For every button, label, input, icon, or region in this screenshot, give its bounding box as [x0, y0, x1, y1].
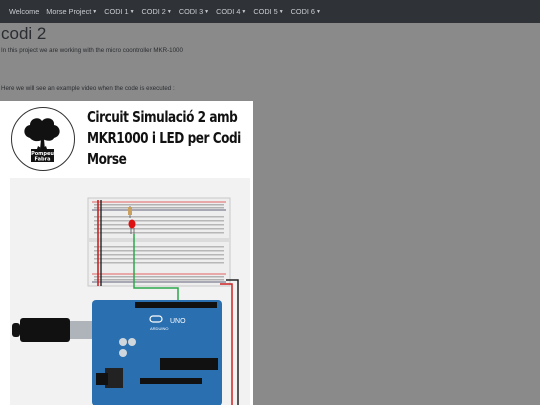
tree-logo-icon: Pompeu Fabra [24, 118, 60, 163]
breadboard [87, 197, 231, 287]
video-title: Circuit Simulació 2 amb MKR1000 i LED pe… [87, 108, 241, 168]
caret-down-icon: ▼ [278, 8, 284, 15]
nav-item-welcome[interactable]: Welcome [9, 7, 40, 16]
video-player[interactable]: Pompeu Fabra Circuit Simulació 2 amb MKR… [0, 101, 253, 405]
nav-item-codi-6[interactable]: CODI 6▼ [290, 7, 321, 16]
caret-down-icon: ▼ [204, 8, 210, 15]
usb-cable [12, 318, 94, 342]
board-brand: ARDUINO [150, 326, 168, 331]
caret-down-icon: ▼ [92, 8, 98, 15]
caret-down-icon: ▼ [129, 8, 135, 15]
arduino-board: UNO ARDUINO [92, 300, 222, 405]
logo-text: Pompeu [31, 151, 54, 157]
nav-item-codi-5[interactable]: CODI 5▼ [253, 7, 284, 16]
video-caption: Here we will see an example video when t… [1, 85, 175, 92]
nav-item-codi-2[interactable]: CODI 2▼ [141, 7, 172, 16]
svg-text:Fabra: Fabra [35, 157, 51, 163]
caret-down-icon: ▼ [315, 8, 321, 15]
caret-down-icon: ▼ [241, 8, 247, 15]
board-label: UNO [170, 318, 186, 325]
page-title: codi 2 [1, 24, 47, 43]
top-navbar: Welcome Morse Project▼ CODI 1▼ CODI 2▼ C… [0, 0, 540, 23]
nav-item-codi-4[interactable]: CODI 4▼ [216, 7, 247, 16]
intro-text: In this project we are working with the … [1, 47, 183, 54]
nav-item-morse-project[interactable]: Morse Project▼ [46, 7, 98, 16]
nav-item-codi-3[interactable]: CODI 3▼ [178, 7, 210, 16]
led [128, 206, 136, 234]
caret-down-icon: ▼ [166, 8, 172, 15]
school-logo: Pompeu Fabra [11, 107, 75, 171]
circuit-diagram: UNO ARDUINO [10, 178, 250, 405]
nav-item-codi-1[interactable]: CODI 1▼ [104, 7, 135, 16]
